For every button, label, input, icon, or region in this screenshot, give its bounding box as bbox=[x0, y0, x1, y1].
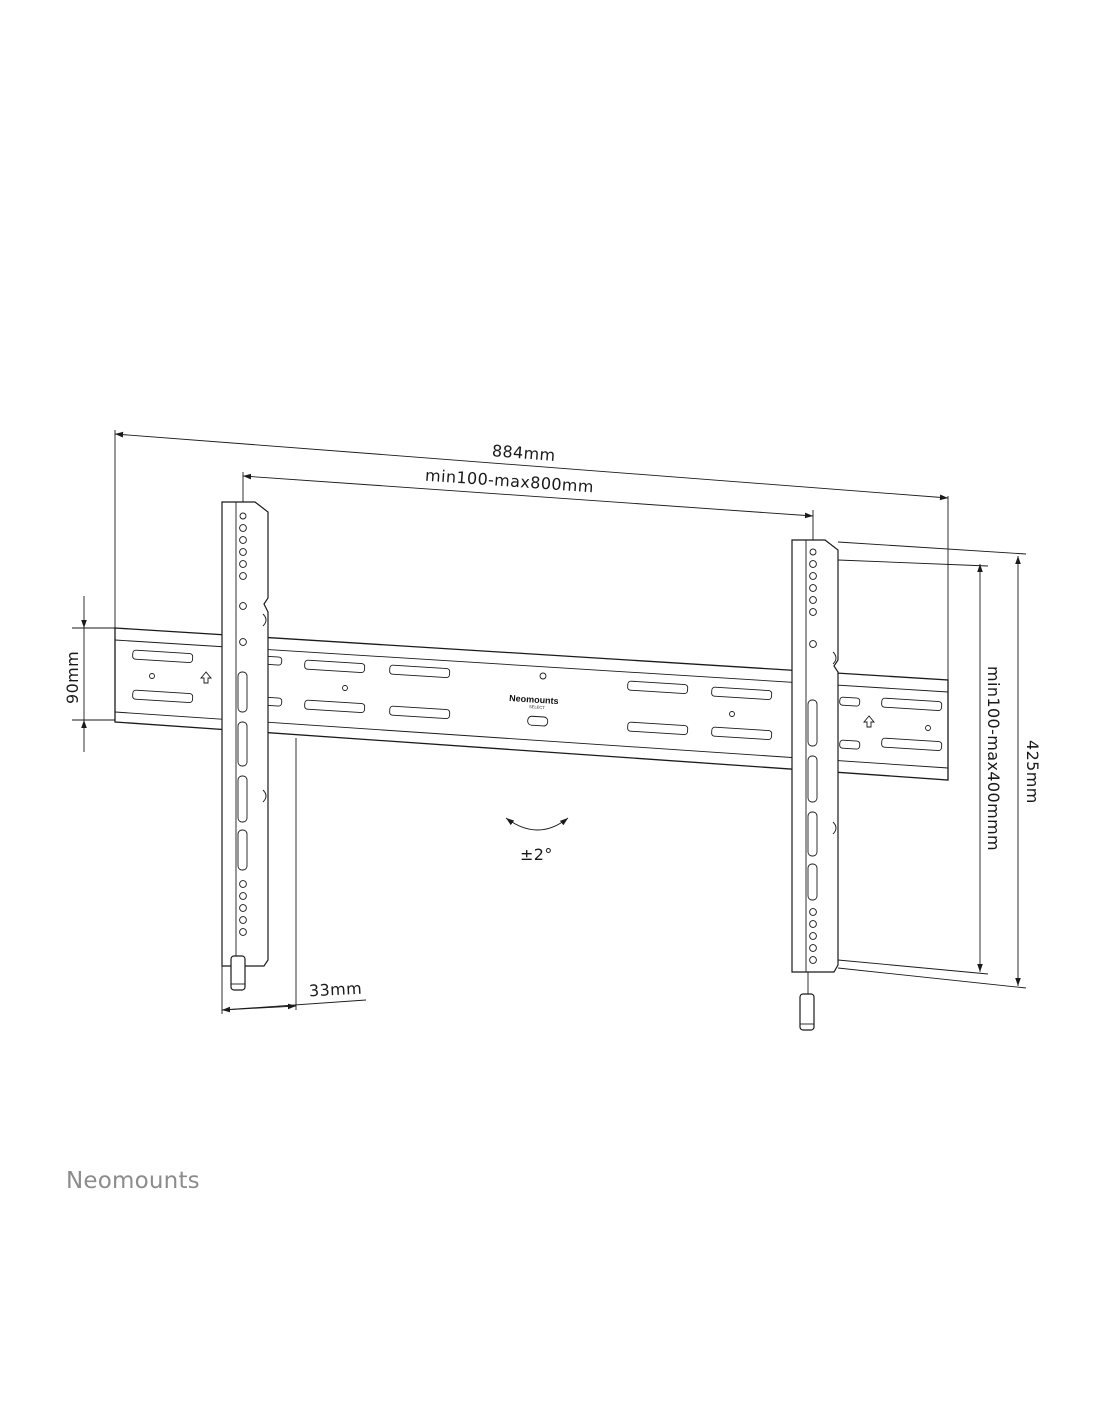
depth-label: 33mm bbox=[309, 979, 363, 1001]
rail-brand-label: Neomounts bbox=[509, 693, 559, 706]
up-arrow-icon bbox=[863, 715, 875, 728]
right-bracket bbox=[791, 539, 839, 1031]
rail-brand-sublabel: SELECT bbox=[529, 704, 545, 710]
tilt-label: ±2° bbox=[520, 845, 553, 864]
brand-logo: Neomounts bbox=[66, 1168, 200, 1194]
rail-height-label: 90mm bbox=[63, 651, 82, 704]
tilt-arc-icon bbox=[505, 817, 569, 831]
overall-width-label: 884mm bbox=[491, 441, 556, 465]
vesa-vertical-label: min100-max400mmm bbox=[984, 666, 1003, 851]
vesa-horizontal-label: min100-max800mm bbox=[425, 466, 595, 497]
left-bracket bbox=[221, 501, 269, 991]
up-arrow-icon bbox=[200, 671, 212, 684]
dimension-lines bbox=[72, 430, 1027, 1014]
bracket-height-label: 425mm bbox=[1023, 740, 1042, 804]
